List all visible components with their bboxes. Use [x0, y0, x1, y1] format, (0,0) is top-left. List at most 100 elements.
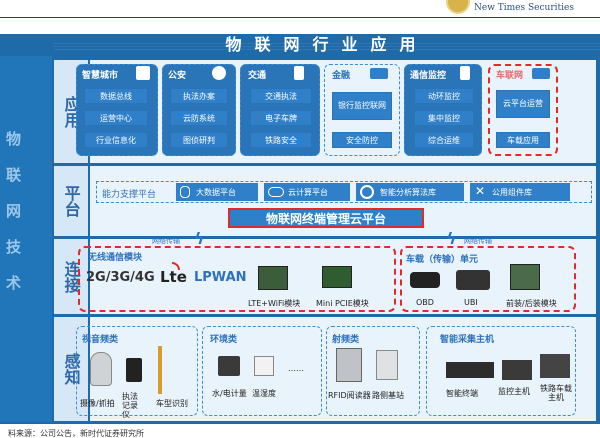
- row-label-sense: 感知: [54, 317, 88, 421]
- vehicle-device-label: OBD: [416, 298, 434, 307]
- platform-item: 云计算平台: [264, 183, 350, 201]
- rfid-reader-icon: [336, 348, 362, 382]
- sense-group-title: 射频类: [332, 335, 360, 345]
- module-label: Mini PCIE模块: [316, 299, 369, 308]
- brand-name: New Times Securities: [474, 3, 574, 13]
- app-item: 集中监控: [414, 110, 474, 126]
- obd-device-icon: [410, 272, 440, 288]
- traffic-light-icon: [294, 66, 304, 80]
- row-label-text: 平台: [61, 185, 81, 217]
- app-item: 行业信息化: [84, 132, 148, 148]
- brand-header: New Times Securities: [446, 0, 596, 16]
- row-label-text: 连接: [61, 260, 81, 293]
- app-group-title: 车联网: [496, 71, 524, 81]
- lte-logo: Lte: [160, 268, 187, 286]
- sense-group-title: 环境类: [210, 335, 238, 345]
- sense-group: [326, 326, 420, 416]
- app-item: 云平台运营: [496, 90, 550, 118]
- module-chip-icon: [322, 266, 352, 288]
- sense-group-title: 智能采集主机: [440, 335, 495, 345]
- side-char: 物: [6, 130, 22, 148]
- sense-item: 智能终端: [446, 389, 478, 398]
- sense-item: 执法记录仪: [122, 392, 138, 420]
- app-item: 图侦研判: [170, 132, 228, 148]
- tools-icon: ✕: [475, 184, 486, 198]
- app-item: 综合运维: [414, 132, 474, 148]
- app-item: 安全防控: [332, 132, 392, 148]
- row-label-platform: 平台: [54, 166, 88, 236]
- app-item: 动环监控: [414, 88, 474, 104]
- platform-item-label: 大数据平台: [196, 187, 236, 197]
- side-char: 技: [6, 238, 22, 256]
- app-group-title: 交通: [248, 71, 267, 81]
- app-item: 运营中心: [84, 110, 148, 126]
- roadside-station-icon: [376, 350, 398, 380]
- analytics-icon: [360, 185, 374, 199]
- sense-item: 摄像/抓拍: [80, 399, 115, 408]
- side-char: 术: [6, 274, 22, 292]
- platform-item: ✕ 公用组件库: [470, 183, 570, 201]
- network-label: 网络传输: [464, 237, 492, 245]
- cloud-platform-bar: 物联网终端管理云平台: [228, 208, 424, 228]
- app-group-title: 公安: [168, 71, 187, 81]
- vehicle-device-label: UBI: [464, 298, 478, 307]
- platform-item: 智能分析算法库: [356, 183, 464, 201]
- app-item: 车载应用: [496, 132, 550, 148]
- source-caption: 料来源：公司公告，新时代证券研究所: [8, 429, 144, 438]
- lightning-icon: ϟ: [194, 229, 205, 248]
- app-item: 数据总线: [84, 88, 148, 104]
- side-char: 联: [6, 166, 22, 184]
- module-label: LTE+WiFi模块: [248, 299, 301, 308]
- roadside-camera-icon: [158, 346, 162, 394]
- sense-group-title: 视音频类: [82, 335, 119, 345]
- meter-icon: [218, 356, 240, 376]
- app-group-title: 通信监控: [410, 71, 447, 81]
- wireless-module-group: [78, 246, 396, 312]
- camera-icon: [90, 352, 112, 386]
- vehicle-device-label: 前装/后装模块: [506, 299, 557, 308]
- app-item: 银行监控联网: [332, 92, 392, 120]
- thermometer-icon: [254, 356, 274, 376]
- building-icon: [136, 66, 150, 80]
- wireless-title: 无线通信模块: [88, 253, 143, 263]
- card-icon: [370, 68, 388, 79]
- sense-item: 水/电计量: [212, 389, 247, 398]
- app-item: 交通执法: [250, 88, 312, 104]
- sense-item: ……: [288, 364, 304, 373]
- sense-item: 车型识别: [156, 399, 188, 408]
- sense-item: 路侧基站: [372, 391, 404, 400]
- bodycam-icon: [126, 358, 142, 382]
- lightning-icon: ϟ: [446, 229, 457, 248]
- ubi-device-icon: [456, 270, 490, 290]
- car-icon: [532, 68, 550, 79]
- police-cap-icon: [212, 66, 226, 80]
- sense-item: RFID阅读器: [328, 391, 371, 400]
- sense-item: 温湿度: [252, 389, 276, 398]
- sense-group: [76, 326, 198, 416]
- diagram-title: 物联网行业应用: [225, 35, 429, 54]
- tower-icon: [460, 66, 470, 80]
- row-label-text: 应用: [61, 95, 81, 128]
- smart-terminal-icon: [446, 362, 494, 378]
- network-standards: 2G/3G/4G: [86, 270, 155, 285]
- sense-item: 监控主机: [498, 387, 530, 396]
- railway-host-icon: [540, 354, 570, 378]
- network-label: 网络传输: [152, 237, 180, 245]
- platform-item-label: 公用组件库: [492, 187, 532, 197]
- vehicle-unit-group: [400, 246, 576, 312]
- sense-item: 铁路车载主机: [540, 384, 572, 403]
- app-item: 云防系统: [170, 110, 228, 126]
- capability-bar: [96, 181, 592, 203]
- module-chip-icon: [258, 266, 288, 290]
- vehicle-module-icon: [510, 264, 540, 290]
- lpwan-logo: LPWAN: [194, 270, 247, 285]
- database-icon: [180, 186, 190, 198]
- app-group-title: 智慧城市: [82, 71, 119, 81]
- row-label-text: 感知: [61, 353, 81, 385]
- app-item: 铁路安全: [250, 132, 312, 148]
- cloud-icon: [268, 187, 284, 197]
- top-rule: [0, 17, 600, 18]
- brand-logo: [446, 0, 470, 14]
- side-char: 网: [6, 202, 22, 220]
- platform-item-label: 智能分析算法库: [380, 187, 436, 197]
